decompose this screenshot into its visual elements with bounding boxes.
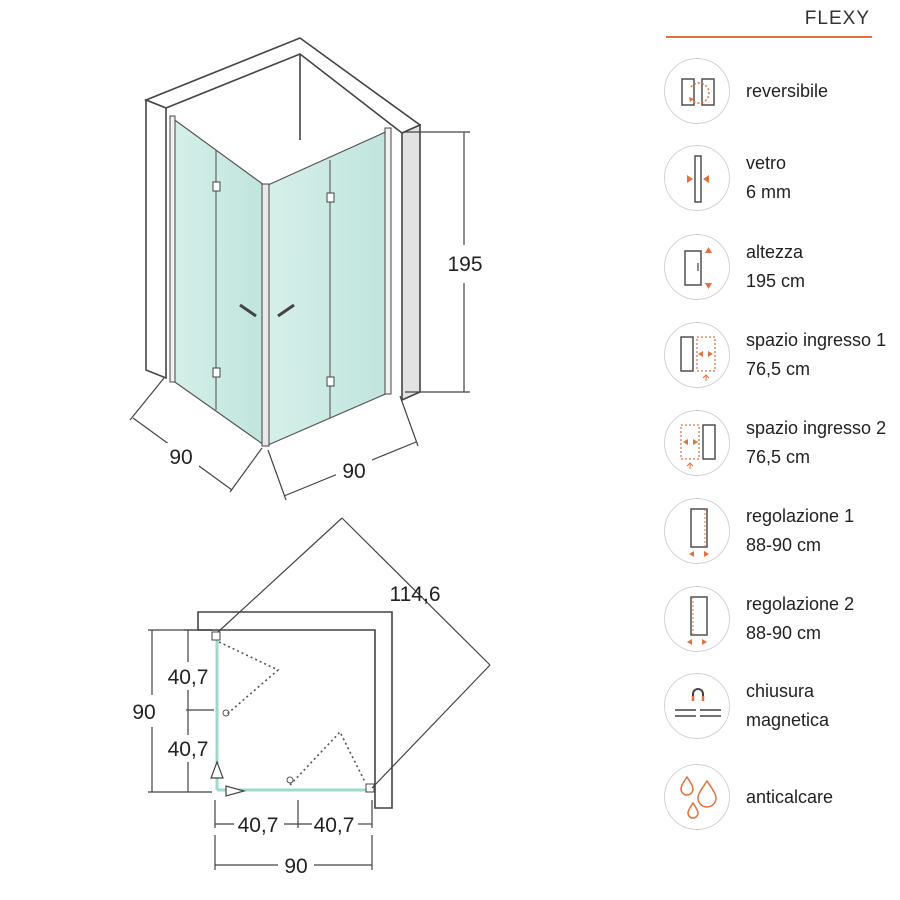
feature-height-value: 195 cm [746, 271, 806, 291]
feature-magnetic-value: magnetica [746, 710, 830, 730]
feature-adjustment-2-value: 88-90 cm [746, 623, 822, 643]
left-width-dimension-label: 90 [169, 446, 192, 469]
magnetic-closure-icon [664, 673, 730, 739]
feature-anti-limescale-text: anticalcare [746, 786, 834, 807]
feature-glass-value: 6 mm [746, 182, 791, 202]
feature-adjustment-2: regolazione 2 88-90 cm [664, 586, 894, 658]
feature-entry-space-2-value: 76,5 cm [746, 447, 811, 467]
diagonal-dimension-label: 114,6 [390, 583, 441, 606]
plan-glass [210, 631, 375, 797]
feature-anti-limescale: anticalcare [664, 764, 894, 836]
feature-adjustment-1: regolazione 1 88-90 cm [664, 498, 894, 570]
feature-adjustment-1-value: 88-90 cm [746, 535, 822, 555]
feature-reversible: reversibile [664, 58, 894, 130]
feature-entry-space-1-title: spazio ingresso 1 [746, 330, 887, 350]
feature-entry-space-1: spazio ingresso 1 76,5 cm [664, 322, 894, 394]
entry-space-2-icon [664, 410, 730, 476]
anti-limescale-icon [664, 764, 730, 830]
left-glass-panel [171, 116, 265, 447]
feature-height: altezza 195 cm [664, 234, 894, 306]
glass-thickness-icon [664, 145, 730, 211]
shower-enclosure-diagram: 195 90 90 [129, 37, 491, 878]
feature-entry-space-2-title: spazio ingresso 2 [746, 418, 887, 438]
feature-height-title: altezza [746, 242, 804, 262]
feature-glass: vetro 6 mm [664, 145, 894, 217]
plan-view: 114,6 90 40,7 40,7 40,7 40,7 90 [132, 517, 491, 878]
plan-total-width-label: 90 [284, 855, 307, 878]
corner-walls [143, 37, 422, 402]
plan-total-height-label: 90 [132, 701, 155, 724]
plan-bottom-right-label: 40,7 [314, 814, 355, 837]
feature-entry-space-2: spazio ingresso 2 76,5 cm [664, 410, 894, 482]
adjustment-2-icon [664, 586, 730, 652]
glass-panels [169, 115, 392, 447]
right-glass-panel [267, 129, 391, 446]
feature-magnetic-closure: chiusura magnetica [664, 673, 894, 745]
right-width-dimension-label: 90 [342, 460, 365, 483]
feature-adjustment-1-title: regolazione 1 [746, 506, 855, 526]
reversible-icon [664, 58, 730, 124]
feature-reversible-text: reversibile [746, 80, 829, 101]
plan-bottom-left-label: 40,7 [238, 814, 279, 837]
feature-magnetic-title: chiusura [746, 681, 815, 701]
plan-left-upper-label: 40,7 [168, 666, 209, 689]
adjustment-1-icon [664, 498, 730, 564]
height-icon [664, 234, 730, 300]
entry-space-1-icon [664, 322, 730, 388]
feature-entry-space-1-value: 76,5 cm [746, 359, 811, 379]
feature-adjustment-2-title: regolazione 2 [746, 594, 855, 614]
brand-underline [666, 36, 872, 38]
product-name: FLEXY [804, 8, 870, 29]
feature-glass-title: vetro [746, 153, 787, 173]
perspective-view: 195 90 90 [129, 37, 490, 501]
plan-left-lower-label: 40,7 [168, 738, 209, 761]
height-dimension-label: 195 [447, 253, 482, 276]
